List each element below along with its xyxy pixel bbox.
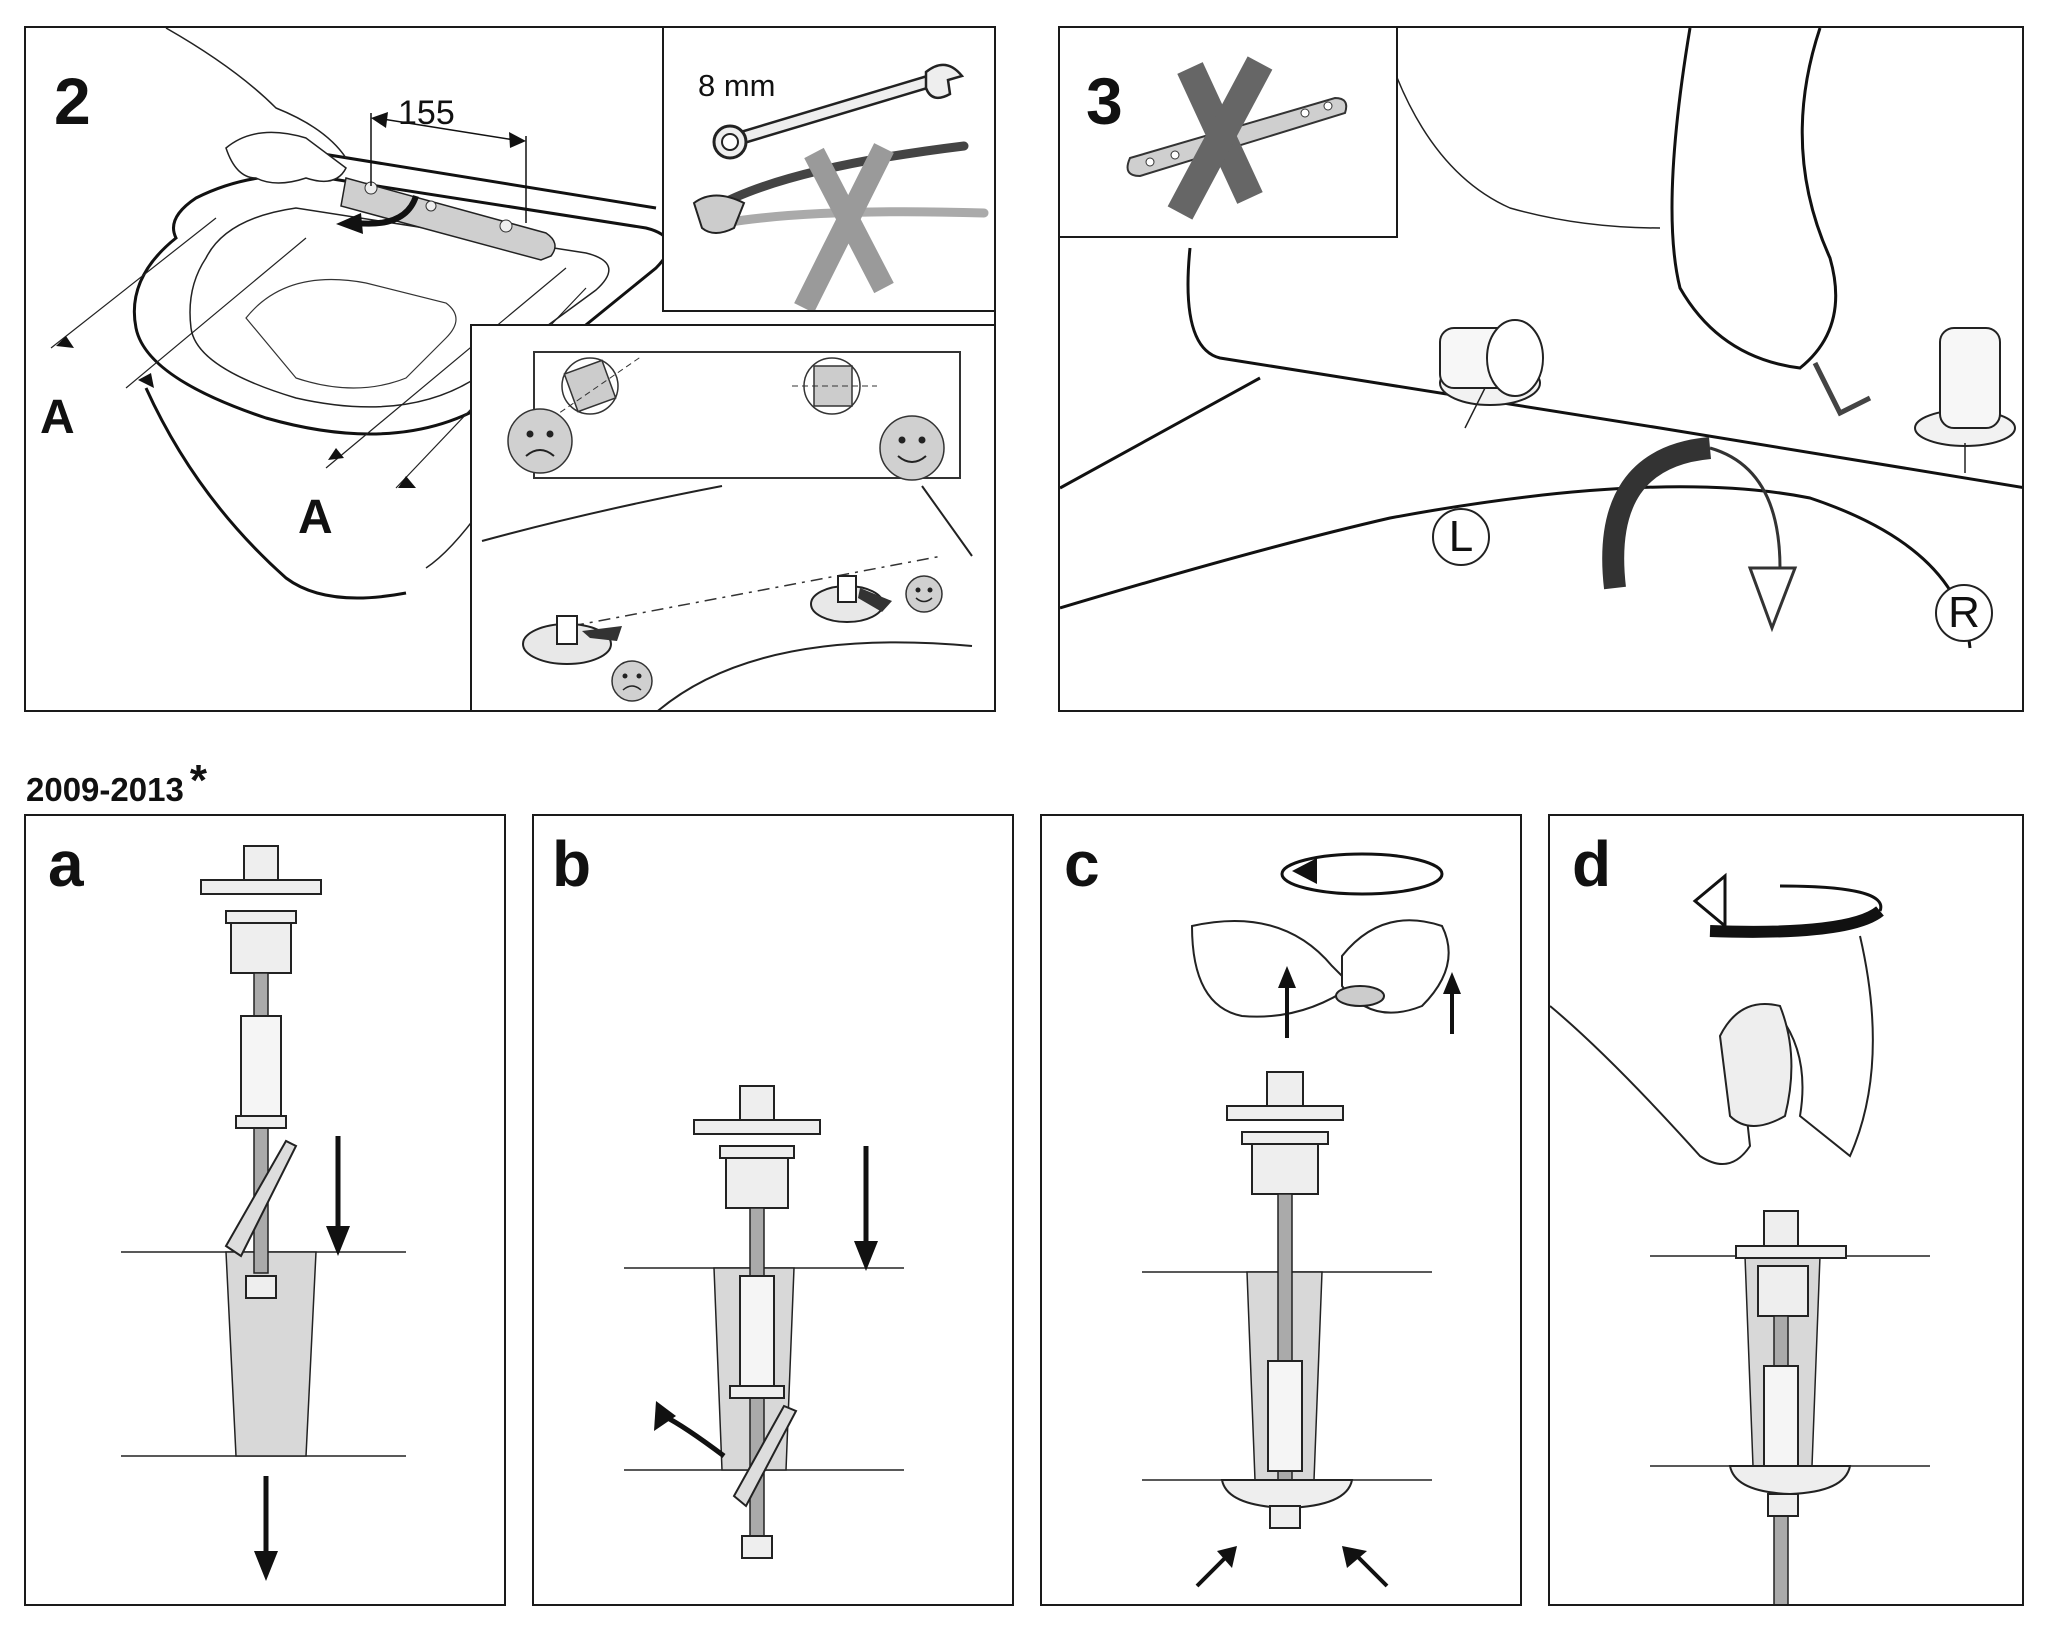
misaligned-square	[551, 355, 643, 419]
hinge-pin-correct	[810, 575, 892, 623]
hinge-pin-wrong	[522, 615, 622, 665]
marker-a-left: A	[40, 391, 75, 444]
step-3-panel: L R 3	[1058, 26, 2024, 712]
rotation-arrow-icon	[1280, 852, 1444, 896]
tool-inset: 8 mm	[662, 28, 994, 312]
seat-hinge-illustration	[1060, 28, 2022, 649]
right-hinge	[1914, 327, 2016, 447]
step-a-letter: a	[48, 828, 84, 900]
wrench-size-label: 8 mm	[698, 68, 776, 103]
forbidden-plate-inset: 3	[1060, 28, 1398, 238]
marker-a-bottom: A	[298, 491, 333, 544]
step-b-letter: b	[552, 828, 592, 900]
right-hinge-label: R	[1935, 584, 1993, 642]
forbidden-x-icon	[1167, 56, 1273, 220]
happy-face-icon	[879, 415, 945, 481]
step-2-panel: 2 155 A A	[24, 26, 996, 712]
sad-face-icon	[507, 408, 573, 474]
variant-section-label: 2009-2013*	[26, 756, 207, 812]
step-c-panel: c	[1040, 814, 1522, 1606]
sad-face-small-icon	[611, 660, 653, 702]
step-c-letter: c	[1064, 828, 1100, 900]
dimension-155-label: 155	[398, 94, 455, 132]
bolt-insert-illustration	[121, 845, 406, 1581]
step-b-panel: b	[532, 814, 1014, 1606]
bolt-seat-illustration	[624, 1085, 904, 1559]
forbidden-x-icon	[794, 143, 894, 310]
footnote-mark: *	[189, 756, 207, 805]
alignment-inset	[470, 324, 994, 710]
final-tighten-illustration	[1550, 872, 1930, 1604]
wrench-icon	[712, 63, 965, 160]
aligned-square	[792, 357, 877, 415]
left-hinge-label: L	[1432, 508, 1490, 566]
left-hinge	[1439, 319, 1544, 406]
toilet-bowl-illustration	[50, 28, 671, 600]
rotation-arrow-icon	[1602, 437, 1798, 633]
happy-face-small-icon	[905, 575, 943, 613]
variant-years: 2009-2013	[26, 771, 184, 808]
step-2-number: 2	[54, 64, 91, 138]
step-3-number: 3	[1086, 64, 1123, 138]
rotation-arrow-icon	[1692, 872, 1884, 938]
bolt-tighten-illustration	[1142, 852, 1461, 1588]
step-d-panel: d	[1548, 814, 2024, 1606]
step-d-letter: d	[1572, 828, 1612, 900]
step-a-panel: a	[24, 814, 506, 1606]
